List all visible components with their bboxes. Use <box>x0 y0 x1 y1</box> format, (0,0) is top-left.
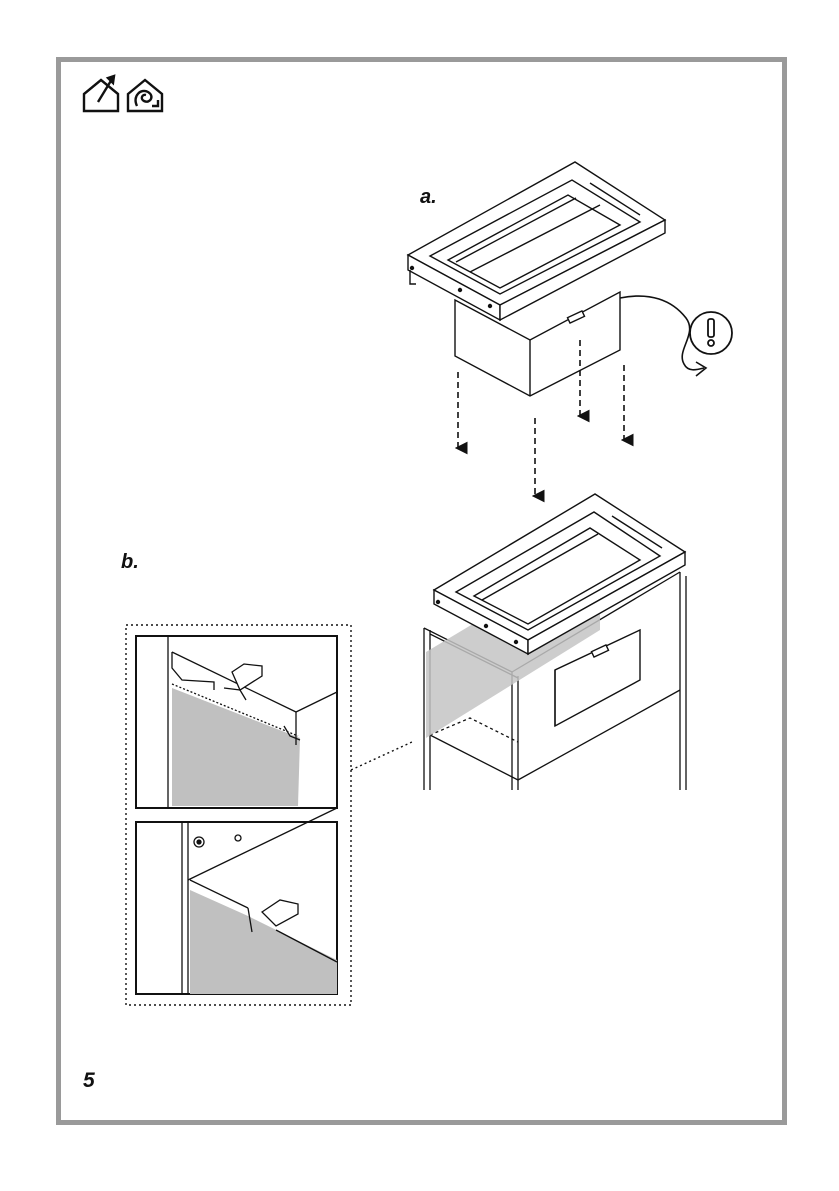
page-number: 5 <box>83 1069 95 1093</box>
warning-icon <box>690 312 732 354</box>
house-install-icon <box>84 76 118 111</box>
hob-unit-a <box>408 162 665 396</box>
house-electric-icon <box>128 80 162 111</box>
detail-panel-bottom <box>136 808 337 994</box>
detail-panel-top <box>136 636 337 808</box>
label-b: b. <box>121 551 139 574</box>
label-a: a. <box>420 186 437 209</box>
